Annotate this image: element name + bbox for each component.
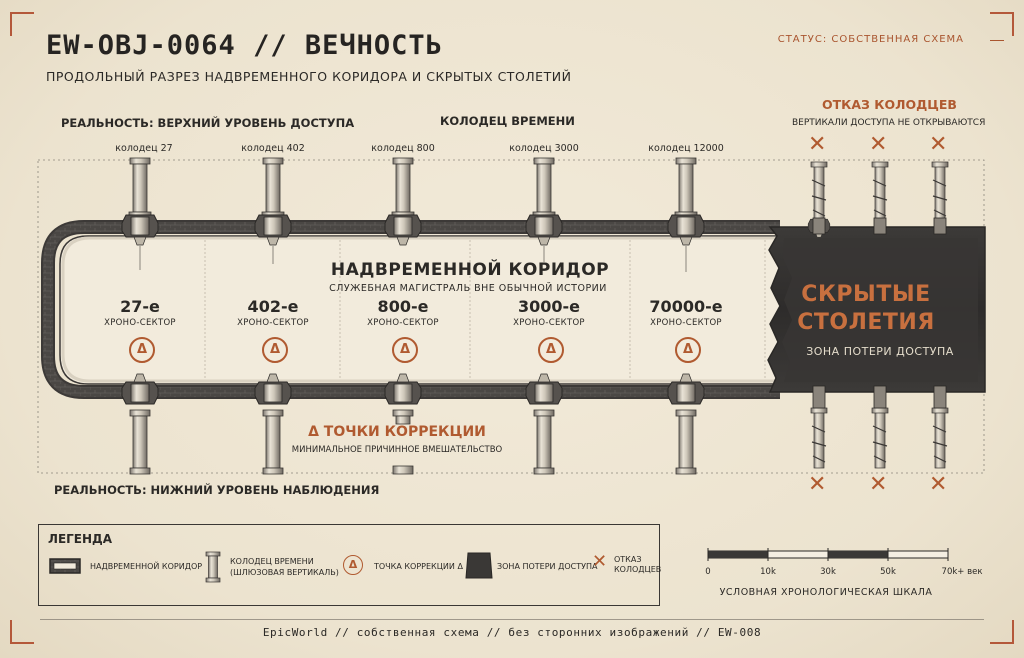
legend-well-line-1: КОЛОДЕЦ ВРЕМЕНИ bbox=[230, 557, 314, 566]
delta-icon: Δ bbox=[129, 337, 155, 363]
shaft-label-27: колодец 27 bbox=[115, 143, 173, 154]
sector-number: 800-е bbox=[377, 297, 429, 316]
scale-caption: УСЛОВНАЯ ХРОНОЛОГИЧЕСКАЯ ШКАЛА bbox=[719, 587, 933, 598]
sector-label: ХРОНО-СЕКТОР bbox=[237, 318, 309, 328]
hidden-centuries-subtitle: ЗОНА ПОТЕРИ ДОСТУПА bbox=[806, 345, 954, 358]
shaft-label-3000: колодец 3000 bbox=[509, 143, 579, 154]
sector-label: ХРОНО-СЕКТОР bbox=[367, 318, 439, 328]
delta-icon: Δ bbox=[262, 337, 288, 363]
top-level-label: РЕАЛЬНОСТЬ: ВЕРХНИЙ УРОВЕНЬ ДОСТУПА bbox=[61, 116, 355, 130]
sector-number: 402-е bbox=[247, 297, 299, 316]
legend-failure-line-2: КОЛОДЦЕВ bbox=[614, 565, 662, 574]
sector-label: ХРОНО-СЕКТОР bbox=[104, 318, 176, 328]
cross-icon: ✕ bbox=[929, 472, 948, 497]
sector-label: ХРОНО-СЕКТОР bbox=[650, 318, 722, 328]
legend-well-line-2: (ШЛЮЗОВАЯ ВЕРТИКАЛЬ) bbox=[230, 568, 339, 577]
footer-rule bbox=[40, 619, 984, 620]
cross-icon: ✕ bbox=[808, 472, 827, 497]
cross-icon: ✕ bbox=[869, 472, 888, 497]
well-failure-title: ОТКАЗ КОЛОДЦЕВ bbox=[822, 97, 957, 112]
bottom-level-label: РЕАЛЬНОСТЬ: НИЖНИЙ УРОВЕНЬ НАБЛЮДЕНИЯ bbox=[54, 483, 380, 497]
sector-number: 3000-е bbox=[517, 297, 581, 316]
correction-points-subtitle: МИНИМАЛЬНОЕ ПРИЧИННОЕ ВМЕШАТЕЛЬСТВО bbox=[291, 445, 503, 455]
corner-mark-bottom-left bbox=[10, 620, 34, 644]
shaft-label-12000: колодец 12000 bbox=[648, 143, 724, 154]
sector-number: 70000-е bbox=[649, 297, 723, 316]
scale-tick-10k: 10k bbox=[760, 567, 776, 577]
scale-tick-30k: 30k bbox=[820, 567, 836, 577]
well-failure-subtitle: ВЕРТИКАЛИ ДОСТУПА НЕ ОТКРЫВАЮТСЯ bbox=[792, 118, 986, 128]
cross-icon: ✕ bbox=[929, 132, 948, 157]
legend-cross-icon: ✕ bbox=[592, 551, 608, 572]
legend-correction-label: ТОЧКА КОРРЕКЦИИ Δ bbox=[374, 562, 463, 571]
legend bbox=[38, 524, 660, 606]
legend-well-label: КОЛОДЕЦ ВРЕМЕНИ (ШЛЮЗОВАЯ ВЕРТИКАЛЬ) bbox=[230, 556, 339, 578]
corner-mark-top-right bbox=[990, 12, 1014, 36]
page-subtitle: ПРОДОЛЬНЫЙ РАЗРЕЗ НАДВРЕМЕННОГО КОРИДОРА… bbox=[46, 69, 572, 84]
legend-failure-label: ОТКАЗ КОЛОДЦЕВ bbox=[614, 555, 661, 575]
legend-failure-line-1: ОТКАЗ bbox=[614, 555, 642, 564]
hidden-title-line-2: СТОЛЕТИЯ bbox=[797, 310, 935, 335]
delta-icon: Δ bbox=[538, 337, 564, 363]
corner-mark-bottom-right bbox=[990, 620, 1014, 644]
legend-loss-zone-label: ЗОНА ПОТЕРИ ДОСТУПА bbox=[497, 562, 598, 571]
hidden-title-line-1: СКРЫТЫЕ bbox=[801, 282, 931, 307]
hidden-centuries-title: СКРЫТЫЕ СТОЛЕТИЯ bbox=[797, 281, 935, 337]
wells-label: КОЛОДЕЦ ВРЕМЕНИ bbox=[440, 114, 575, 128]
page-title: EW-OBJ-0064 // ВЕЧНОСТЬ bbox=[46, 30, 443, 61]
status-label: СТАТУС: СОБСТВЕННАЯ СХЕМА bbox=[777, 34, 964, 45]
corner-mark-top-left bbox=[10, 12, 34, 36]
corridor-title: НАДВРЕМЕННОЙ КОРИДОР bbox=[330, 260, 610, 280]
sector-label: ХРОНО-СЕКТОР bbox=[513, 318, 585, 328]
footer: EpicWorld // собственная схема // без ст… bbox=[262, 626, 762, 639]
legend-corridor-label: НАДВРЕМЕННОЙ КОРИДОР bbox=[90, 562, 203, 571]
shaft-label-402: колодец 402 bbox=[241, 143, 305, 154]
legend-title: ЛЕГЕНДА bbox=[48, 532, 113, 546]
correction-points-title: Δ ТОЧКИ КОРРЕКЦИИ bbox=[308, 424, 486, 440]
status-rule bbox=[990, 40, 1004, 41]
legend-delta-icon: Δ bbox=[343, 555, 363, 575]
cross-icon: ✕ bbox=[808, 132, 827, 157]
scale-tick-0: 0 bbox=[705, 567, 711, 577]
shaft-label-800: колодец 800 bbox=[371, 143, 435, 154]
sector-number: 27-е bbox=[120, 297, 160, 316]
cross-icon: ✕ bbox=[869, 132, 888, 157]
corridor-subtitle: СЛУЖЕБНАЯ МАГИСТРАЛЬ ВНЕ ОБЫЧНОЙ ИСТОРИИ bbox=[329, 283, 607, 294]
scale-tick-70k: 70k+ век bbox=[941, 567, 983, 577]
scale-tick-50k: 50k bbox=[880, 567, 896, 577]
delta-icon: Δ bbox=[675, 337, 701, 363]
delta-icon: Δ bbox=[392, 337, 418, 363]
